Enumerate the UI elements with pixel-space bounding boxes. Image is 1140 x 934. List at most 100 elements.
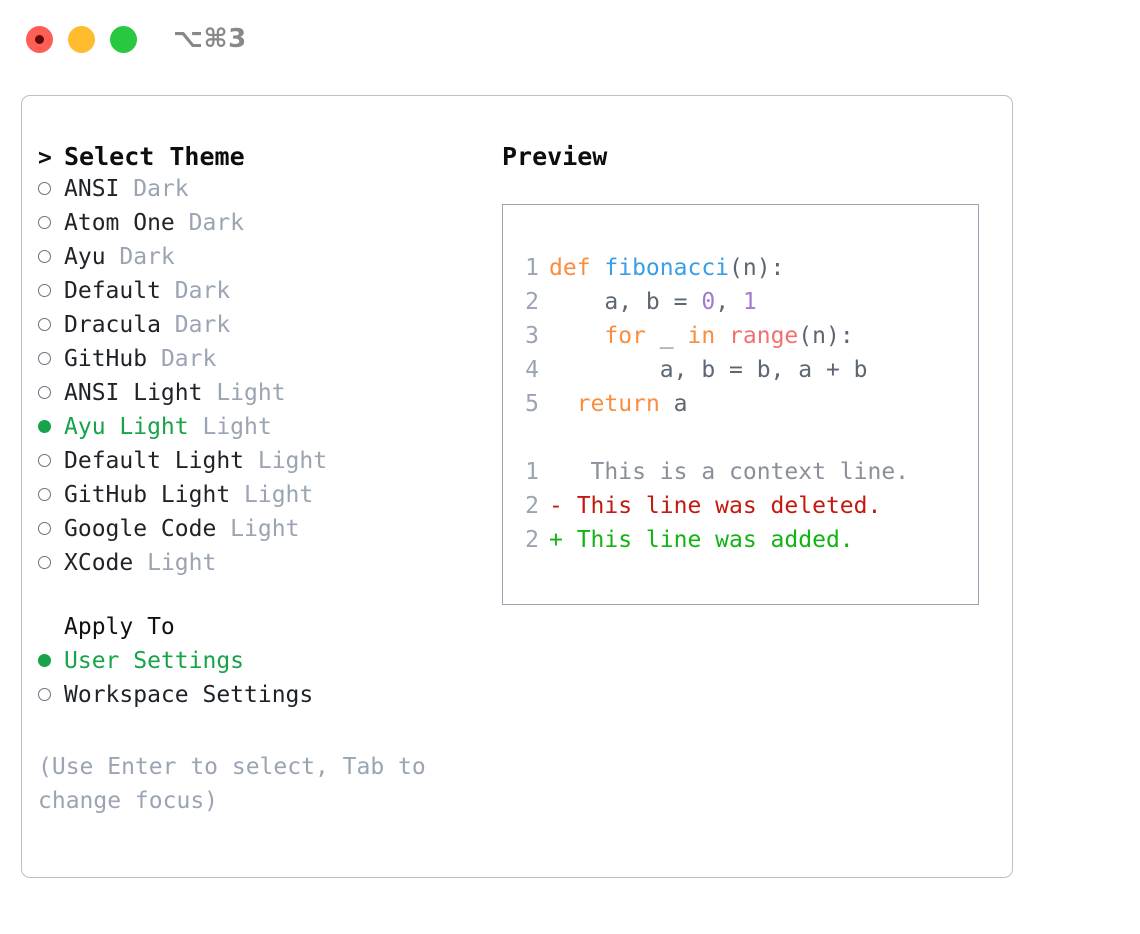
theme-list-item[interactable]: GitHub Dark (38, 346, 478, 380)
theme-variant-label: Dark (119, 176, 189, 202)
radio-glyph (38, 284, 51, 297)
keyboard-hint-text: (Use Enter to select, Tab to change focu… (38, 754, 426, 814)
theme-variant-label: Light (202, 380, 286, 406)
theme-list-item[interactable]: Ayu Dark (38, 244, 478, 278)
code-line-content: def fibonacci(n): (549, 251, 784, 285)
theme-list-item[interactable]: Ayu Light Light (38, 414, 478, 448)
radio-unselected-icon[interactable] (38, 552, 64, 575)
apply-to-item[interactable]: User Settings (38, 648, 478, 682)
theme-name-label: Default Light (64, 448, 245, 474)
code-token-builtin: range (729, 323, 799, 349)
radio-glyph (38, 688, 51, 701)
theme-variant-label: Light (216, 516, 300, 542)
radio-glyph (38, 488, 51, 501)
theme-name-label: XCode (64, 550, 134, 576)
theme-list-item[interactable]: Dracula Dark (38, 312, 478, 346)
apply-to-heading: Apply To (64, 614, 175, 640)
select-theme-heading: Select Theme (64, 142, 245, 171)
theme-variant-label: Dark (174, 210, 245, 236)
radio-unselected-icon[interactable] (38, 280, 64, 303)
radio-unselected-icon[interactable] (38, 484, 64, 507)
code-token-plain: , (715, 289, 743, 315)
diff-line-content-context: This is a context line. (549, 459, 910, 485)
code-line-content: a, b = 0, 1 (549, 285, 756, 319)
theme-variant-label: Dark (105, 244, 175, 270)
radio-glyph (38, 352, 51, 365)
code-diff-gap (503, 421, 978, 455)
radio-unselected-icon[interactable] (38, 450, 64, 473)
line-number: 5 (525, 391, 539, 417)
radio-unselected-icon[interactable] (38, 314, 64, 337)
radio-glyph (38, 182, 51, 195)
radio-unselected-icon[interactable] (38, 684, 64, 707)
theme-name-label: ANSI Light (64, 380, 203, 406)
diff-line-number: 2 (525, 527, 539, 553)
maximize-button[interactable] (110, 25, 137, 53)
code-token-kw: def (549, 255, 605, 281)
code-line: 3 for _ in range(n): (503, 319, 978, 353)
radio-unselected-icon[interactable] (38, 246, 64, 269)
theme-list-item[interactable]: Atom One Dark (38, 210, 478, 244)
theme-variant-label: Dark (160, 312, 231, 338)
theme-list-item[interactable]: XCode Light (38, 550, 478, 584)
radio-unselected-icon[interactable] (38, 348, 64, 371)
code-token-num: 0 (701, 289, 716, 315)
radio-glyph (38, 420, 51, 433)
theme-variant-label: Light (230, 482, 314, 508)
minimize-button[interactable] (68, 25, 95, 53)
radio-glyph (38, 386, 51, 399)
radio-glyph (38, 556, 51, 569)
theme-list-item[interactable]: Default Dark (38, 278, 478, 312)
theme-variant-label: Light (188, 414, 272, 440)
diff-line: 2- This line was deleted. (503, 489, 978, 523)
diff-line-number: 1 (525, 459, 539, 485)
theme-name-label: Atom One (64, 210, 175, 236)
radio-selected-icon[interactable] (38, 650, 64, 673)
radio-glyph (38, 654, 51, 667)
theme-name-label: GitHub Light (64, 482, 231, 508)
title-bar: ⌥⌘3 (0, 0, 1140, 78)
theme-variant-label: Light (244, 448, 328, 474)
apply-to-item[interactable]: Workspace Settings (38, 682, 478, 716)
window-controls (26, 25, 137, 53)
radio-unselected-icon[interactable] (38, 178, 64, 201)
theme-list-item[interactable]: GitHub Light Light (38, 482, 478, 516)
line-number: 4 (525, 357, 539, 383)
diff-line: 2 + This line was added. (503, 523, 978, 557)
code-token-kw: return (576, 391, 660, 417)
close-button[interactable] (26, 25, 53, 53)
caret-icon: > (38, 145, 52, 171)
apply-to-label: Workspace Settings (64, 682, 314, 708)
line-number: 1 (525, 255, 539, 281)
theme-variant-label: Dark (160, 278, 231, 304)
code-token-punct: (n): (798, 323, 854, 349)
preview-heading: Preview (502, 142, 608, 171)
code-token-plain (715, 323, 729, 349)
diff-line-number: 2 (525, 493, 539, 519)
code-line-content: for _ in range(n): (549, 319, 854, 353)
theme-list-item[interactable]: Default Light Light (38, 448, 478, 482)
theme-list-item[interactable]: Google Code Light (38, 516, 478, 550)
radio-unselected-icon[interactable] (38, 212, 64, 235)
line-number: 3 (525, 323, 539, 349)
radio-selected-icon[interactable] (38, 416, 64, 439)
code-line: 4 a, b = b, a + b (503, 353, 978, 387)
radio-unselected-icon[interactable] (38, 382, 64, 405)
code-token-kw: in (687, 323, 716, 349)
theme-name-label: Google Code (64, 516, 217, 542)
theme-name-label: Default (64, 278, 161, 304)
radio-glyph (38, 216, 51, 229)
radio-glyph (38, 318, 51, 331)
theme-variant-label: Light (133, 550, 217, 576)
theme-list-item[interactable]: ANSI Dark (38, 176, 478, 210)
theme-name-label: ANSI (64, 176, 120, 202)
code-token-punct: (n): (729, 255, 785, 281)
theme-variant-label: Dark (147, 346, 217, 372)
radio-unselected-icon[interactable] (38, 518, 64, 541)
diff-line-content-add: + This line was added. (549, 527, 854, 553)
theme-list-item[interactable]: ANSI Light Light (38, 380, 478, 414)
